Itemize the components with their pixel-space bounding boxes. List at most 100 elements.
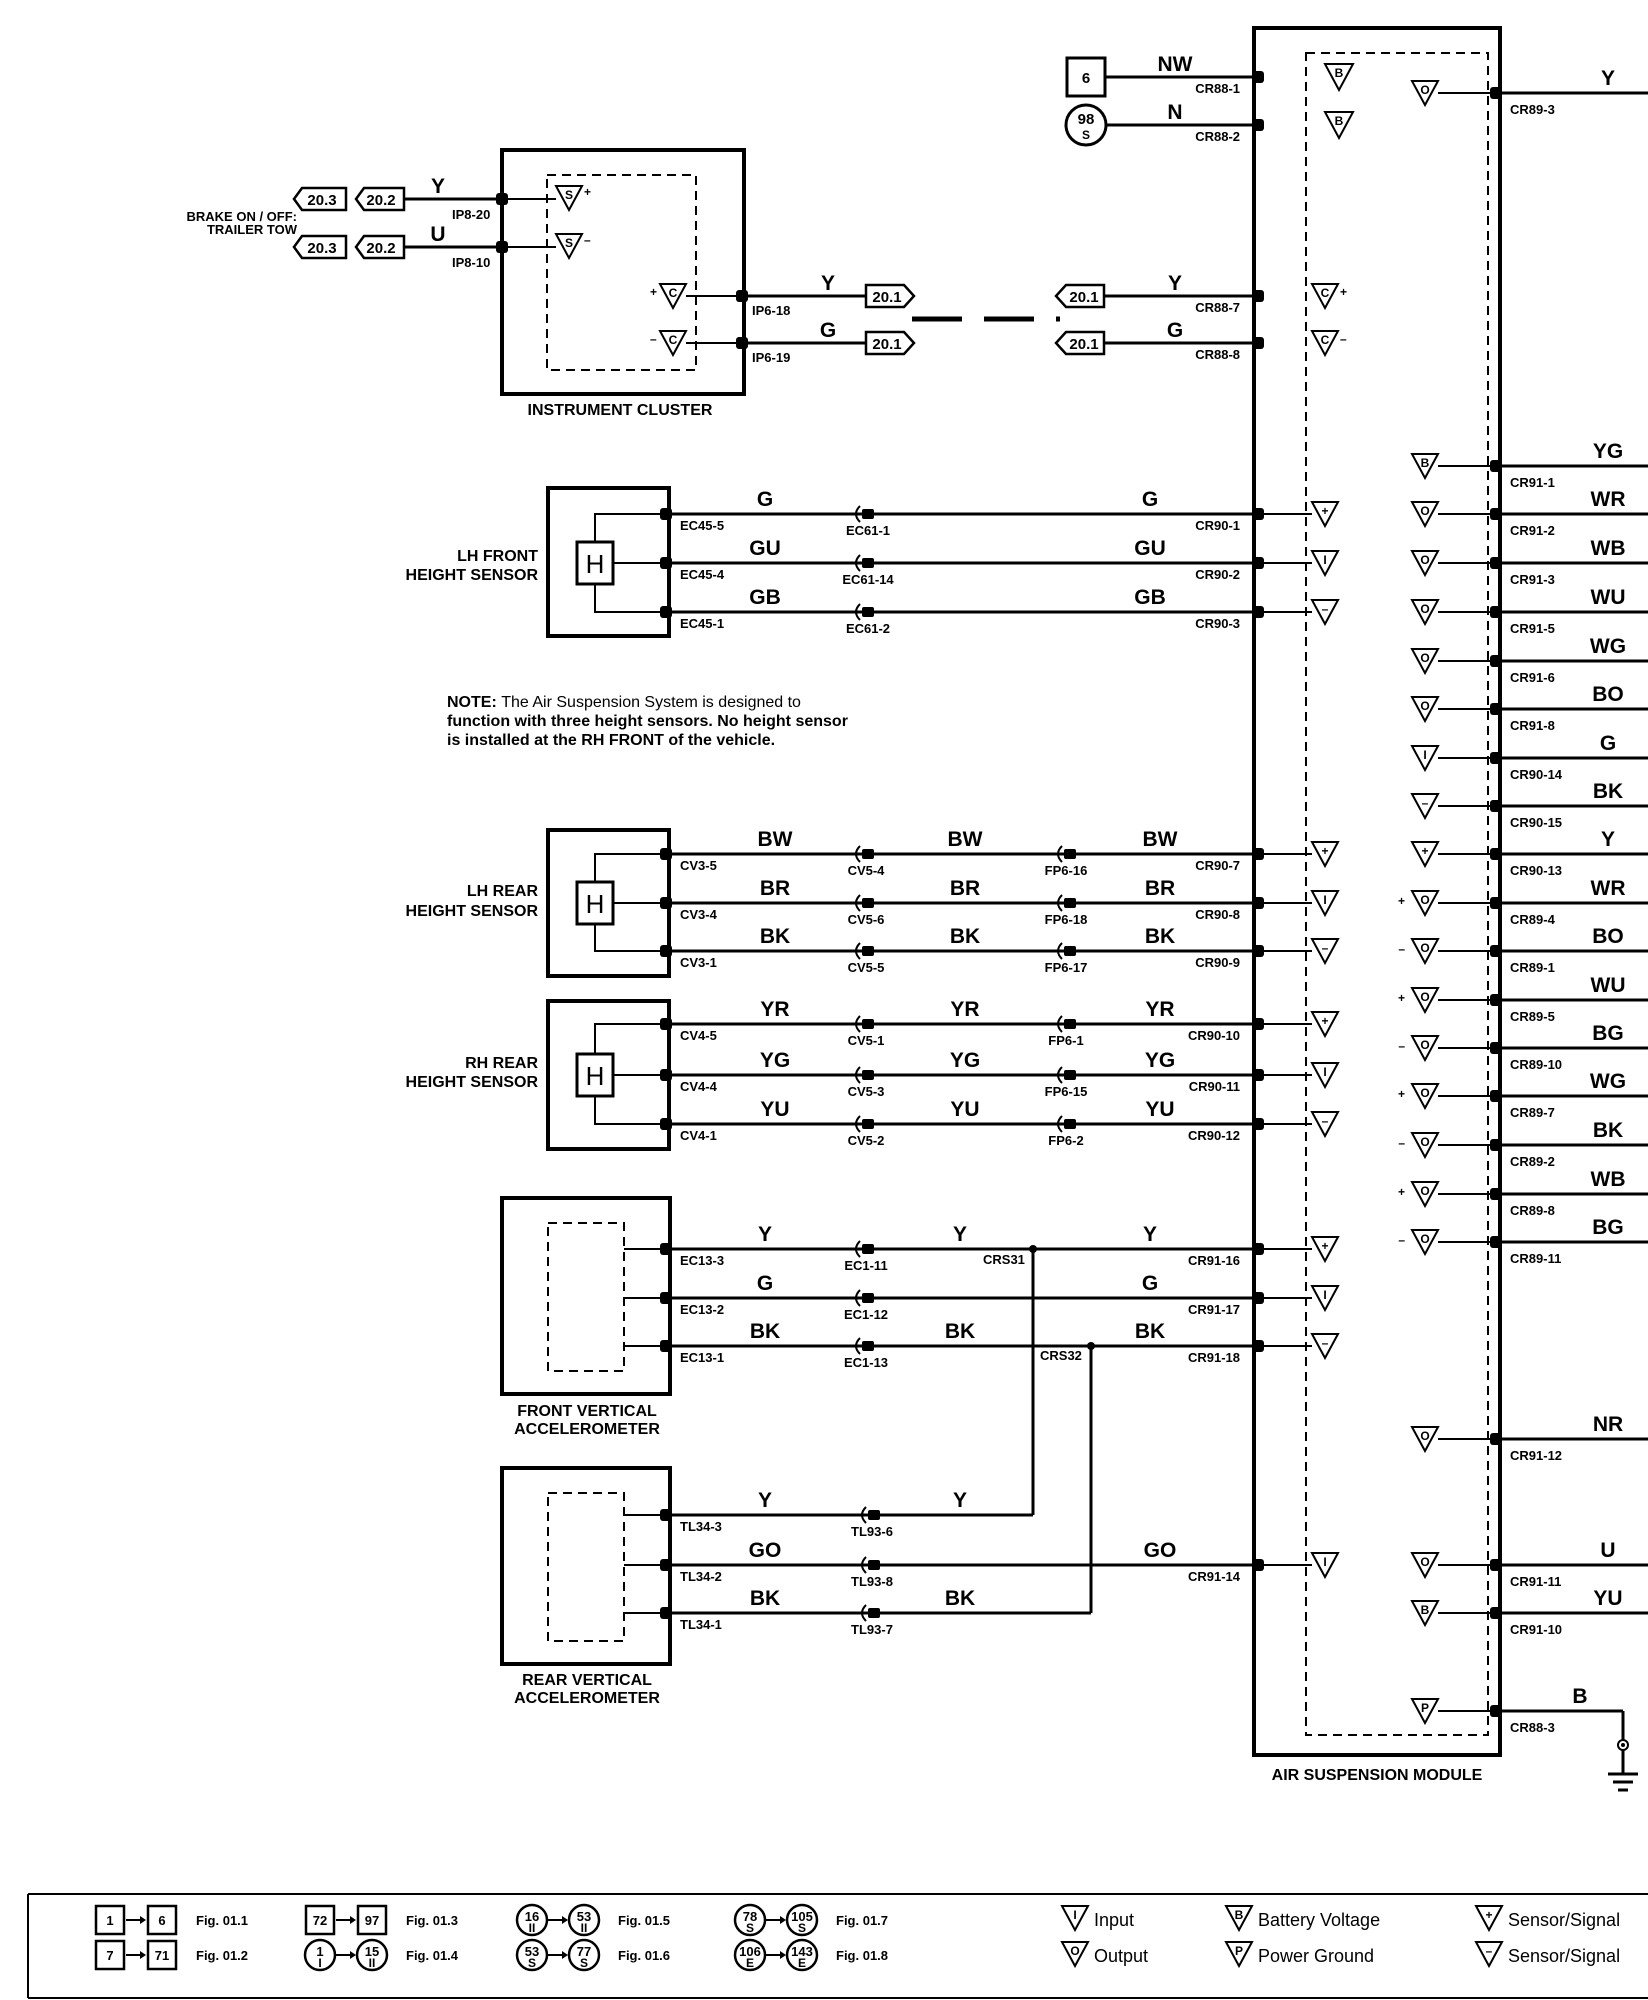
front-acc-label-1: FRONT VERTICAL <box>517 1403 657 1420</box>
inline-connector-label: CV5-6 <box>848 912 885 927</box>
pin-label: CR90-1 <box>1195 518 1240 533</box>
svg-text:53: 53 <box>525 1944 539 1959</box>
wire-color: YG <box>1593 440 1623 463</box>
wire-color: G <box>820 319 836 342</box>
pin-label: CV3-4 <box>680 907 718 922</box>
can-line-1: + C IP6-18 Y 20.1 20.1 Y CR88-7 C + <box>650 272 1347 318</box>
pin-label: CV3-5 <box>680 858 717 873</box>
connector-pin <box>1252 1069 1264 1081</box>
wire-color: NR <box>1593 1413 1623 1436</box>
pin-label: CR91-6 <box>1510 670 1555 685</box>
module-input-symbol: – <box>1310 1111 1340 1139</box>
pin-label: CR90-2 <box>1195 567 1240 582</box>
module-input-symbol: I <box>1310 1062 1340 1090</box>
pin-label: CR91-18 <box>1188 1350 1240 1365</box>
cluster-input-2: 20.3 20.2 U IP8-10 S – <box>292 223 591 270</box>
connector-pin <box>1252 848 1264 860</box>
connector-pin <box>1490 1139 1502 1151</box>
inline-connector-pin <box>1064 946 1076 956</box>
pin-label: CR89-5 <box>1510 1009 1555 1024</box>
inline-connector-label: FP6-16 <box>1045 863 1088 878</box>
module-input-symbol: – <box>1310 1333 1340 1361</box>
svg-text:II: II <box>369 1956 376 1970</box>
inline-connector-label: CV5-5 <box>848 960 885 975</box>
inline-connector-pin <box>862 1244 874 1254</box>
module-output-symbol: P <box>1410 1698 1440 1726</box>
svg-text:E: E <box>746 1956 754 1970</box>
connector-pin <box>660 848 672 860</box>
svg-text:O: O <box>1420 699 1429 713</box>
inline-connector-socket <box>855 1015 861 1033</box>
pin-label: CV3-1 <box>680 955 717 970</box>
wire-color: GO <box>749 1539 782 1562</box>
ref-circle-sub: S <box>1082 128 1090 142</box>
svg-text:78: 78 <box>743 1909 757 1924</box>
connector-pin <box>1252 945 1264 957</box>
svg-text:B: B <box>1235 1908 1244 1922</box>
connector-pin <box>1252 1018 1264 1030</box>
wire-color: YU <box>1145 1098 1174 1121</box>
ground-symbol <box>1608 1711 1638 1792</box>
wire-color: B <box>1572 1685 1587 1708</box>
wire-color: WR <box>1591 488 1626 511</box>
air-suspension-module: AIR SUSPENSION MODULE <box>1252 26 1502 1784</box>
svg-text:O: O <box>1420 602 1429 616</box>
pin-label: IP8-20 <box>452 207 490 222</box>
svg-text:106: 106 <box>739 1944 761 1959</box>
pin-label: IP6-18 <box>752 303 790 318</box>
pin-label: CR88-8 <box>1195 347 1240 362</box>
brake-label-line2: TRAILER TOW <box>207 222 298 237</box>
inline-connector-label: TL93-6 <box>851 1524 893 1539</box>
pin-label: CR91-8 <box>1510 718 1555 733</box>
rear-acc-label-1: REAR VERTICAL <box>522 1672 652 1689</box>
pin-label: CR91-12 <box>1510 1448 1562 1463</box>
svg-text:–: – <box>1486 1944 1493 1958</box>
svg-text:+: + <box>1321 1239 1328 1253</box>
pin-label: TL34-1 <box>680 1617 722 1632</box>
inline-connector-socket <box>855 1066 861 1084</box>
splice-label: CRS32 <box>1040 1348 1082 1363</box>
inline-connector-pin <box>1064 849 1076 859</box>
wire-color: YR <box>1145 998 1174 1021</box>
module-output-symbol: O <box>1410 1552 1440 1580</box>
inline-connector-socket <box>861 1506 867 1524</box>
wire-color: BK <box>950 925 980 948</box>
pin-label: CR90-11 <box>1189 1079 1240 1094</box>
module-input-symbol: + <box>1310 841 1340 869</box>
pin-label: CR91-1 <box>1510 475 1555 490</box>
inline-connector-pin <box>862 1019 874 1029</box>
polarity-sign: – <box>650 332 657 346</box>
svg-text:S: S <box>746 1921 754 1935</box>
inline-connector-label: TL93-7 <box>851 1622 893 1637</box>
pin-label: CR91-17 <box>1188 1302 1240 1317</box>
wire-color: BO <box>1592 925 1624 948</box>
svg-text:Fig. 01.1: Fig. 01.1 <box>196 1913 248 1928</box>
svg-text:I: I <box>1323 1555 1326 1569</box>
module-output-symbol: O <box>1410 501 1440 529</box>
connector-pin <box>1490 1042 1502 1054</box>
svg-text:O: O <box>1420 553 1429 567</box>
inline-connector-socket <box>855 1289 861 1307</box>
module-output-symbol: O <box>1410 1426 1440 1454</box>
page-ref-flag: 20.1 <box>872 336 901 353</box>
connector-pin <box>660 1243 672 1255</box>
wire-color: G <box>757 488 773 511</box>
module-output-symbol: O <box>1410 550 1440 578</box>
wire-color: G <box>1600 732 1616 755</box>
inline-connector-pin <box>862 898 874 908</box>
inline-connector-socket <box>855 845 861 863</box>
input-legend-icon: I <box>1060 1905 1090 1933</box>
svg-text:7: 7 <box>106 1948 113 1963</box>
svg-text:C: C <box>669 333 678 347</box>
module-label: AIR SUSPENSION MODULE <box>1272 1767 1483 1784</box>
